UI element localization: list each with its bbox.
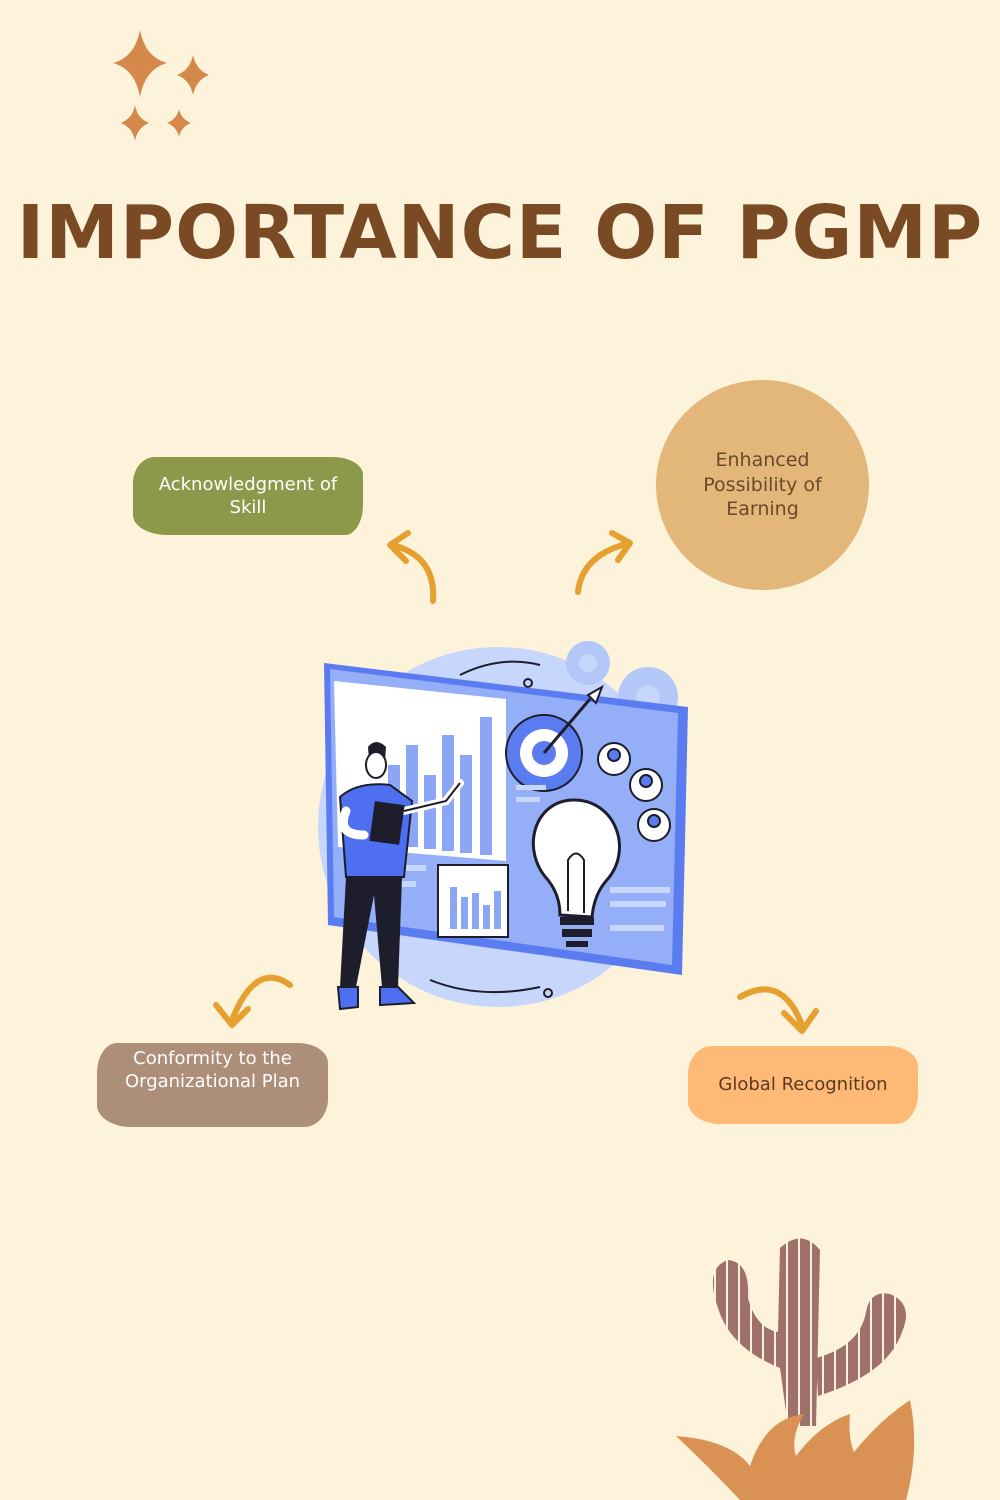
- arrow-to-earning-icon: [575, 530, 633, 595]
- node-global-recognition: Global Recognition: [688, 1046, 918, 1124]
- sparkle-small-icon: [121, 105, 149, 141]
- arrow-to-conformity-icon: [213, 974, 293, 1028]
- cactus-icon: [712, 1238, 820, 1426]
- user-avatar-icon: [597, 742, 671, 842]
- arrow-to-global-icon: [737, 986, 819, 1034]
- node-enhanced-earning: Enhanced Possibility of Earning: [656, 380, 869, 590]
- sparkle-medium-icon: [177, 55, 209, 95]
- sparkles-decoration: [113, 30, 209, 141]
- lightbulb-icon: [531, 798, 621, 947]
- presenter-person: [336, 742, 464, 1011]
- presenter-dashboard-illustration: [318, 641, 688, 1011]
- arrow-to-skill-icon: [387, 530, 437, 604]
- node-conformity-organizational-plan: Conformity to the Organizational Plan: [97, 1043, 328, 1127]
- sparkle-tiny-icon: [167, 109, 191, 137]
- grass-icon: [676, 1400, 915, 1500]
- sparkle-large-icon: [113, 30, 167, 97]
- cactus-decoration: [676, 1238, 915, 1500]
- node-acknowledgment-of-skill: Acknowledgment of Skill: [133, 457, 363, 535]
- page-title: IMPORTANCE OF PGMP: [16, 190, 984, 276]
